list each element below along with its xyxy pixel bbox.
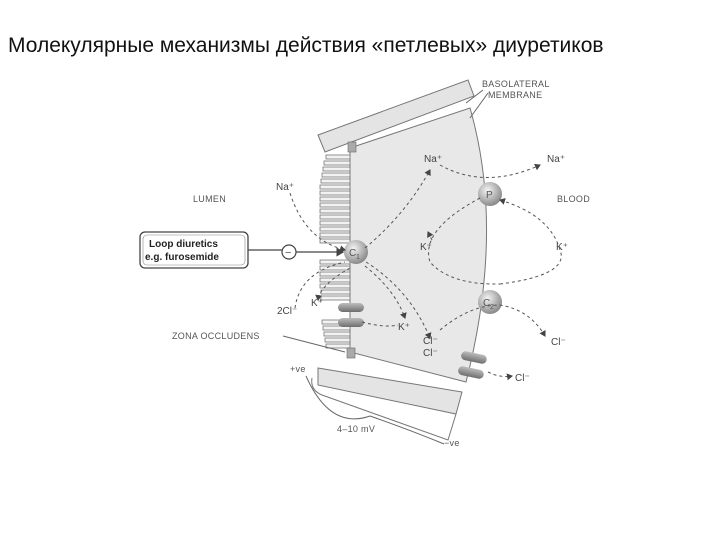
lumen-label: LUMEN: [193, 194, 226, 204]
flow-cl-to-c2: [365, 261, 432, 339]
voltage-label: 4–10 mV: [337, 424, 375, 434]
basolateral-label-line2: MEMBRANE: [488, 90, 542, 100]
flow-k-channel-apical: [361, 321, 399, 327]
flow-na-to-pump: [364, 169, 431, 249]
flow-k-channel-out: [364, 265, 407, 319]
ion-k-channel: K⁺: [398, 322, 410, 333]
voltage-bracket: [305, 375, 445, 445]
transporter-p-pump: [478, 182, 502, 206]
flow-k-from-blood: [499, 198, 562, 285]
drug-box-line2: e.g. furosemide: [145, 252, 219, 263]
lower-cell-outer: [311, 377, 457, 441]
transporter-c1-sub: 1: [356, 254, 360, 261]
plus-ve-label: +ve: [290, 364, 306, 374]
flow-cl-channel-blood: [487, 371, 513, 381]
basolateral-pointer-1: [465, 89, 484, 104]
inhibit-symbol: −: [285, 247, 291, 259]
ion-k-lumen: K⁺: [311, 298, 323, 309]
transporter-c2-sub: 2: [490, 304, 494, 311]
tight-junction-lower: [346, 347, 356, 359]
ion-k-blood: K⁺: [556, 242, 568, 253]
ion-na-lumen: Na⁺: [276, 182, 294, 193]
flow-na-into-c1: [289, 192, 346, 253]
ion-k-cell: K⁺: [420, 242, 432, 253]
ion-cl-blood-1: Cl⁻: [551, 337, 566, 348]
minus-ve-label: −ve: [444, 438, 460, 448]
ion-na-cell: Na⁺: [424, 154, 442, 165]
ion-cl-cell-1: Cl⁻: [423, 336, 438, 347]
transporter-c2-label: C: [483, 298, 490, 309]
transporter-c2: [478, 290, 502, 314]
flow-cl-lumen-in: [294, 261, 346, 309]
apical-k-channel-bottom: [338, 318, 364, 327]
basolateral-pointer-2: [469, 92, 489, 119]
ion-cl-blood-2: Cl⁻: [515, 373, 530, 384]
zona-occludens-pointer: [282, 335, 346, 353]
transporter-c1: [344, 240, 368, 264]
ion-cl-cell-2: Cl⁻: [423, 348, 438, 359]
basolateral-label-line1: BASOLATERAL: [482, 79, 550, 89]
ion-2cl-lumen: 2Cl⁻: [277, 306, 297, 317]
tight-junction-upper: [347, 141, 357, 153]
transporter-p-label: P: [486, 190, 493, 201]
flow-cl-c2-blood: [439, 304, 546, 337]
basolateral-cl-channel-top: [461, 351, 487, 364]
apical-k-channel-top: [338, 303, 364, 312]
zona-occludens-label: ZONA OCCLUDENS: [172, 331, 260, 341]
blood-label: BLOOD: [557, 194, 590, 204]
flow-na-through-pump: [439, 163, 541, 178]
basolateral-cl-channel-bottom: [458, 366, 484, 379]
flow-k-recycle-lumen: [315, 267, 351, 301]
drug-box-line1: Loop diuretics: [149, 239, 218, 250]
upper-neighbour-cell: [317, 79, 475, 153]
transporter-c1-label: C: [349, 248, 356, 259]
apical-microvilli: [319, 154, 351, 349]
epithelial-cell: [349, 107, 488, 383]
ion-na-blood: Na⁺: [547, 154, 565, 165]
flow-k-cycle-in: [427, 231, 434, 241]
slide-title: Молекулярные механизмы действия «петлевы…: [8, 34, 604, 57]
